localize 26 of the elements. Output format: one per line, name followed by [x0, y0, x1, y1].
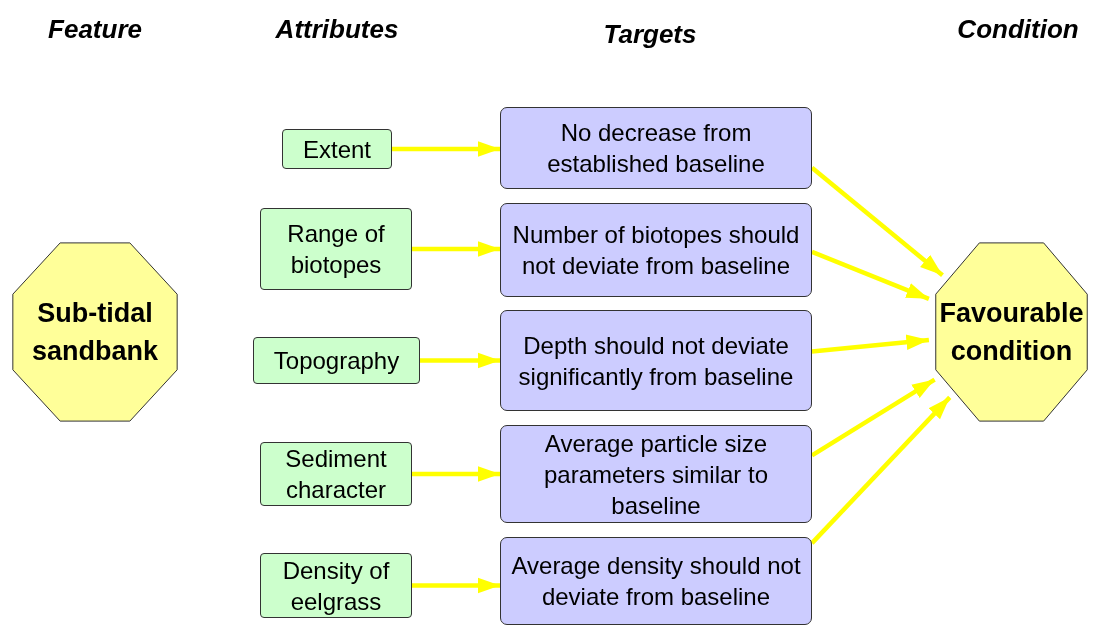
arrow: [811, 334, 930, 354]
column-heading: Attributes: [275, 14, 399, 45]
target-box: Average particle size parameters similar to baseline: [500, 425, 812, 523]
arrow: [392, 141, 500, 157]
target-box: Number of biotopes should not deviate from baseline: [500, 203, 812, 297]
arrow: [420, 352, 500, 369]
octagon-node: Favourable condition: [935, 242, 1088, 422]
arrow: [412, 466, 500, 482]
arrow: [412, 577, 500, 594]
arrow: [811, 249, 930, 301]
attribute-box: Topography: [253, 337, 420, 384]
arrow: [810, 165, 944, 277]
column-heading: Targets: [603, 19, 697, 50]
target-box: Depth should not deviate significantly from baseline: [500, 310, 812, 411]
target-box: No decrease from established baseline: [500, 107, 812, 189]
column-heading: Condition: [957, 14, 1079, 45]
arrow: [810, 377, 936, 458]
arrow: [810, 395, 952, 545]
attribute-box: Extent: [282, 129, 392, 169]
attribute-box: Density of eelgrass: [260, 553, 412, 618]
arrow: [412, 241, 500, 257]
column-heading: Feature: [48, 14, 142, 45]
target-box: Average density should not deviate from baseline: [500, 537, 812, 625]
attribute-box: Sediment character: [260, 442, 412, 506]
octagon-node: Sub-tidal sandbank: [12, 242, 178, 422]
attribute-box: Range of biotopes: [260, 208, 412, 290]
